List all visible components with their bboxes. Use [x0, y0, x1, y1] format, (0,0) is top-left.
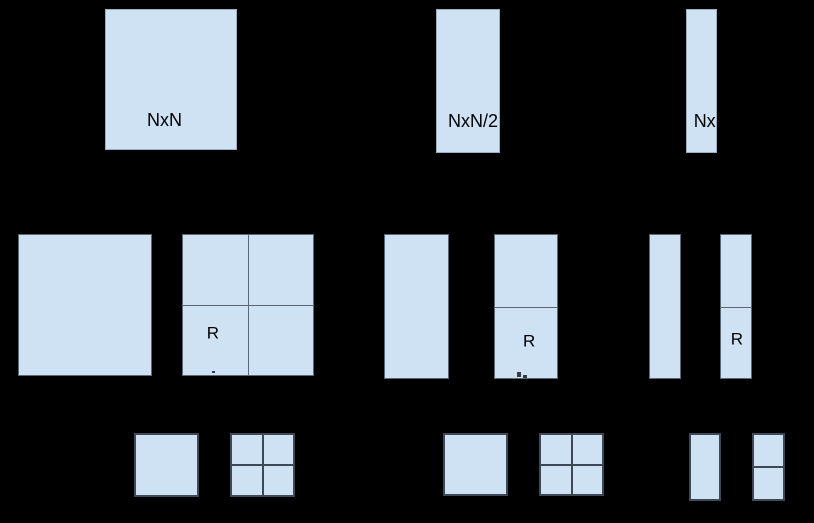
- box-quarter-split-label: R: [730, 329, 744, 349]
- horizontal-divider-line: [232, 464, 293, 466]
- horizontal-divider-line: [754, 466, 783, 468]
- box-small-half-quad: [539, 433, 604, 496]
- box-half-split-label: R: [522, 331, 536, 351]
- caption-artifact: [517, 372, 521, 377]
- box-small-full-quad: [230, 433, 295, 497]
- horizontal-divider-line: [721, 306, 751, 308]
- box-quarter-split: R: [720, 234, 752, 379]
- box-quarter-plain: [649, 234, 681, 379]
- horizontal-divider-line: [541, 463, 602, 466]
- box-nxn-half: NxN/2: [436, 9, 500, 153]
- box-small-quarter-plain: [689, 433, 721, 501]
- box-half-plain: [384, 234, 449, 379]
- box-nxn-quarter-label: Nx: [693, 110, 716, 131]
- box-nxn-half-label: NxN/2: [447, 110, 498, 131]
- box-small-half-plain: [443, 433, 508, 496]
- box-nxn-quarter: Nx: [686, 9, 717, 153]
- horizontal-divider-line: [495, 306, 557, 308]
- caption-artifact: [212, 371, 215, 373]
- horizontal-divider-line: [183, 305, 313, 306]
- box-nxn-label: NxN: [147, 109, 182, 130]
- box-full-quad: R: [182, 234, 314, 376]
- box-small-full-plain: [134, 433, 199, 497]
- box-full-quad-label: R: [206, 323, 220, 343]
- box-nxn: NxN: [105, 9, 237, 150]
- box-half-split: R: [494, 234, 558, 379]
- box-full-plain: [18, 234, 152, 376]
- box-small-quarter-split: [752, 433, 785, 501]
- caption-artifact: [523, 375, 527, 378]
